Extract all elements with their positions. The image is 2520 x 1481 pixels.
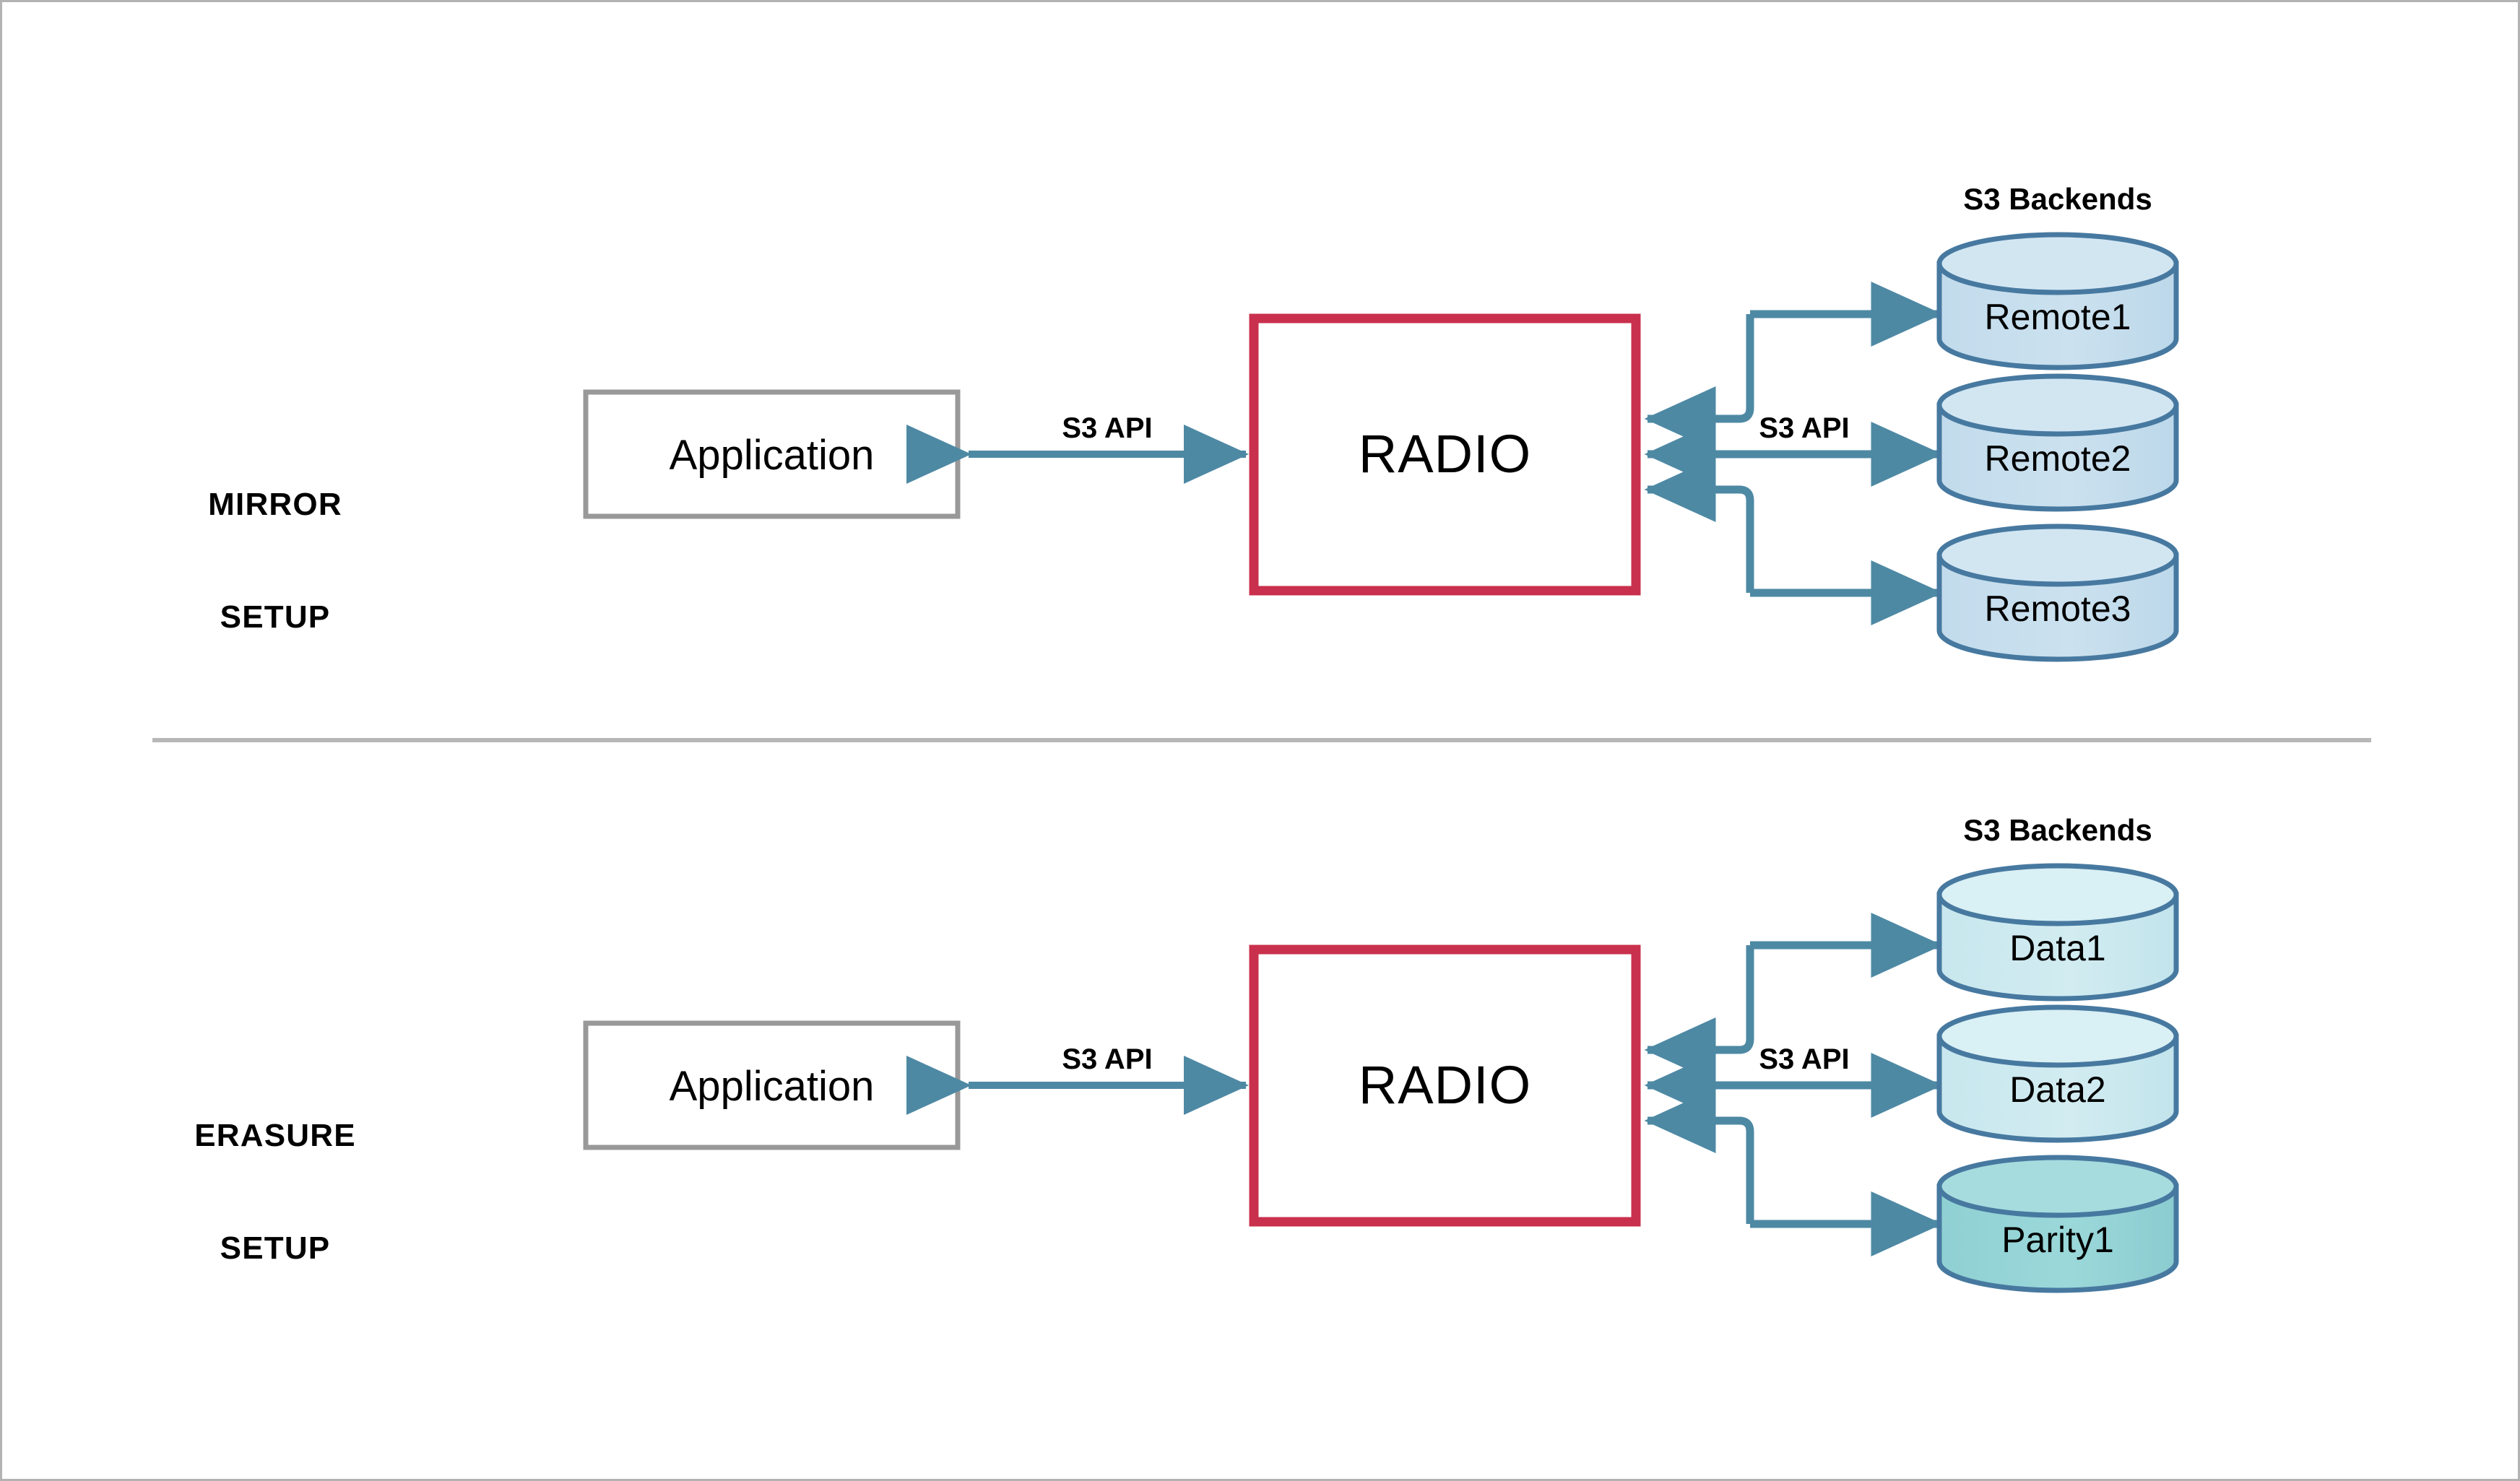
mirror-cylinder-remote1-label: Remote1 [1984,297,2131,337]
erasure-radio-label: RADIO [1358,1055,1532,1115]
erasure-setup-label-line1: ERASURE [194,1117,356,1153]
mirror-radio-label: RADIO [1358,424,1532,484]
mirror-setup-label-line2: SETUP [220,599,331,635]
erasure-application-label: Application [669,1063,875,1110]
mirror-cylinder-remote3-label: Remote3 [1984,589,2131,629]
mirror-backends-header: S3 Backends [1963,182,2152,216]
mirror-application-label: Application [669,432,875,479]
mirror-cylinder-remote1 [1936,232,2179,370]
erasure-connector-parity1-out [1644,1087,1754,1224]
erasure-backends-header: S3 Backends [1963,813,2152,847]
mirror-left-api-label: S3 API [1062,412,1153,444]
erasure-cylinder-data1 [1936,863,2179,1002]
mirror-setup-label-line1: MIRROR [208,486,342,522]
erasure-right-api-label: S3 API [1759,1043,1850,1075]
erasure-setup-label: ERASURE SETUP [124,1042,427,1342]
erasure-left-api-label: S3 API [1062,1043,1153,1075]
erasure-cylinder-parity1-label: Parity1 [2001,1220,2114,1260]
erasure-cylinder-data2-label: Data2 [2009,1069,2106,1110]
erasure-cylinder-data2 [1936,1004,2179,1143]
erasure-application-box [583,1020,961,1150]
erasure-connector-data1-out [1644,945,1754,1083]
mirror-cylinder-remote3 [1936,524,2179,662]
mirror-cylinder-remote2 [1936,373,2179,512]
erasure-radio-box [1249,944,1641,1227]
mirror-right-api-label: S3 API [1759,412,1850,444]
mirror-setup-label: MIRROR SETUP [124,411,427,711]
erasure-setup-label-line2: SETUP [220,1230,331,1266]
mirror-radio-box [1249,313,1641,596]
erasure-cylinder-parity1 [1936,1155,2179,1293]
mirror-connector-remote3-out [1644,456,1754,593]
erasure-cylinder-data1-label: Data1 [2009,928,2106,968]
mirror-cylinder-remote2-label: Remote2 [1984,438,2131,479]
mirror-connector-remote1-out [1644,314,1754,452]
